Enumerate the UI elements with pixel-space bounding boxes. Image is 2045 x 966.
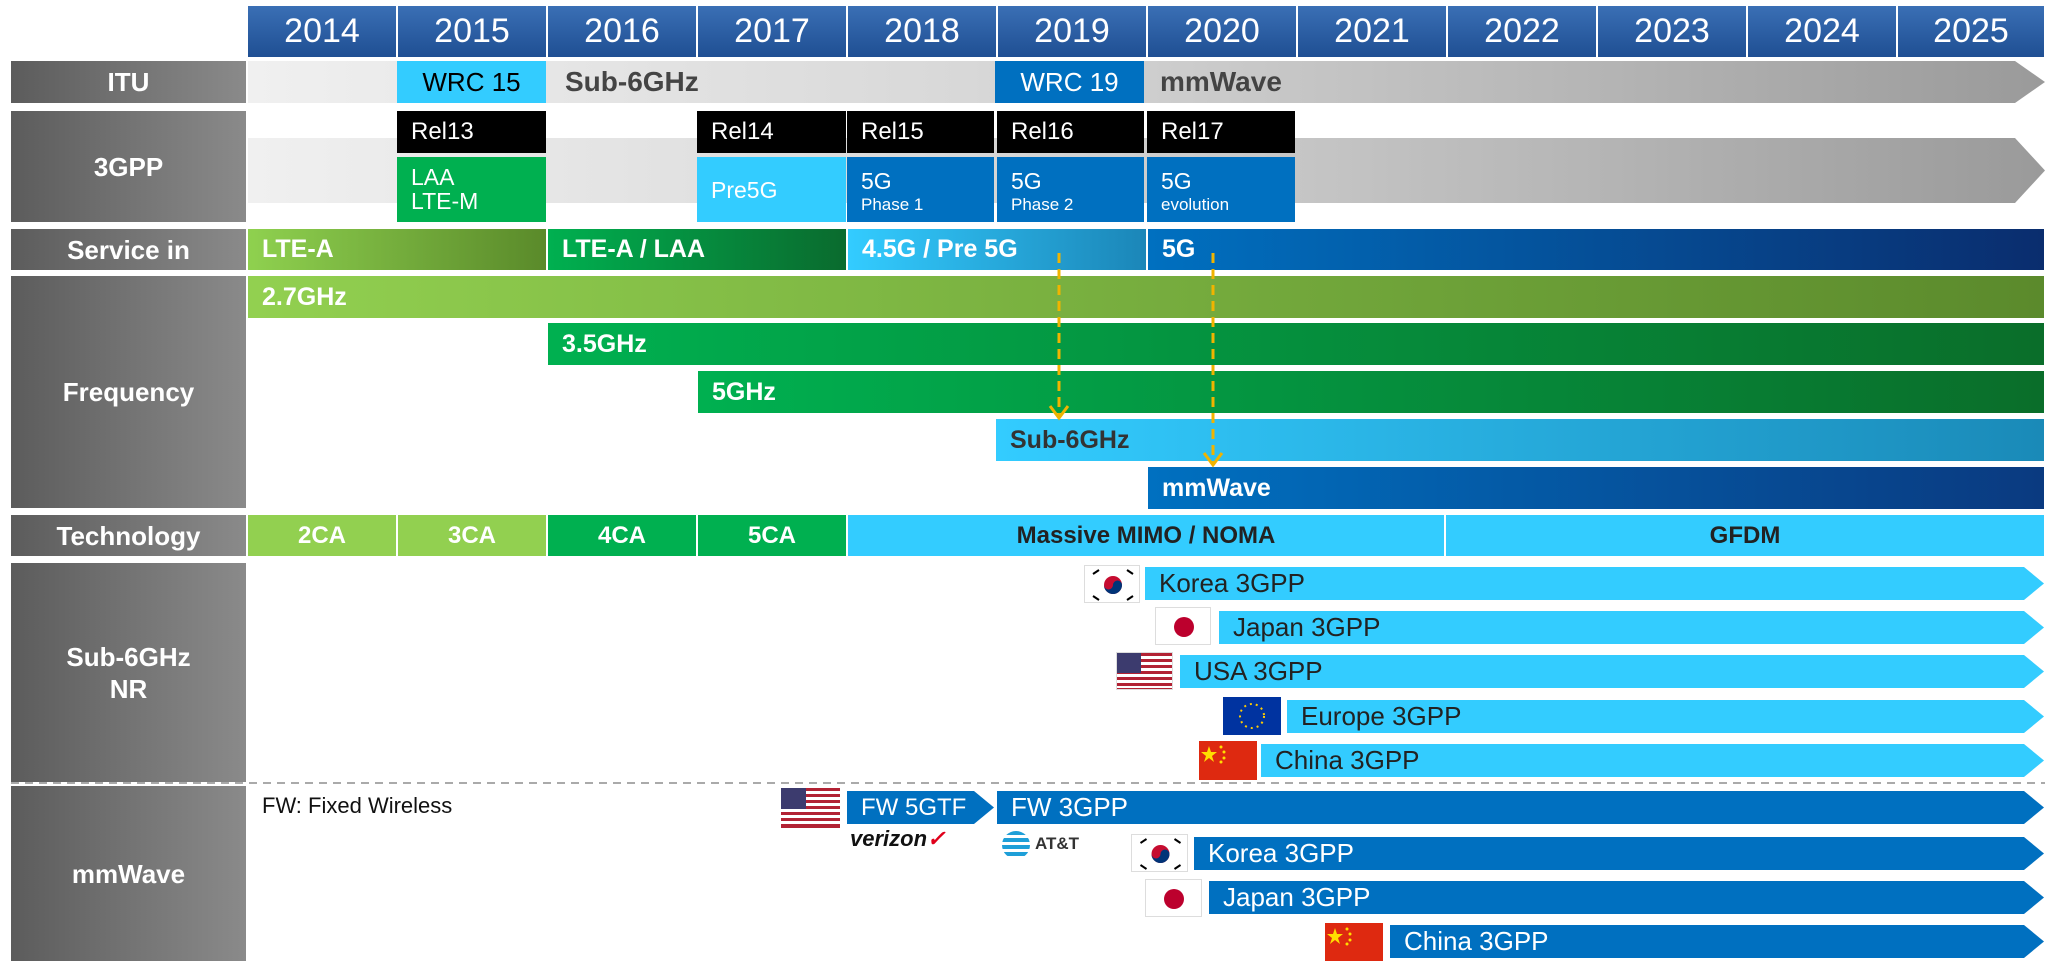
rel14-sub: Pre5G (697, 157, 846, 222)
rel13-sub-laa: LAA (411, 164, 455, 190)
rel17-sub-evolution: evolution (1161, 195, 1230, 214)
year-2022: 2022 (1448, 6, 1596, 57)
rel17-sub: 5G evolution (1147, 157, 1295, 222)
sub6-korea-3gpp: Korea 3GPP (1145, 567, 2044, 600)
tech-massive-mimo: Massive MIMO / NOMA (848, 515, 1444, 556)
japan-flag-icon (1155, 607, 1211, 645)
sub6-china-3gpp: China 3GPP (1261, 744, 2044, 777)
service-5g: 5G (1148, 229, 2044, 270)
sub6-japan-3gpp: Japan 3GPP (1219, 611, 2044, 644)
china-flag-icon (1199, 741, 1257, 780)
verizon-logo-text: verizon (850, 826, 928, 851)
row-label-technology: Technology (11, 515, 246, 556)
tech-2ca: 2CA (248, 515, 396, 556)
row-label-3gpp: 3GPP (11, 111, 246, 222)
mmwave-china-3gpp: China 3GPP (1390, 925, 2044, 958)
eu-flag-icon (1223, 697, 1281, 735)
year-2024: 2024 (1748, 6, 1896, 57)
mmwave-fw-3gpp: FW 3GPP (997, 791, 2044, 824)
korea-flag-icon-mmwave (1131, 834, 1188, 872)
rel16: Rel16 (997, 111, 1144, 153)
usa-flag-icon (1116, 652, 1173, 690)
rel13-sub-ltem: LTE-M (411, 188, 479, 214)
itu-timeline-arrow (248, 61, 2045, 103)
year-2020: 2020 (1148, 6, 1296, 57)
rel15-sub: 5G Phase 1 (847, 157, 994, 222)
freq-5ghz: 5GHz (698, 371, 2044, 413)
freq-2-7ghz: 2.7GHz (248, 276, 2044, 318)
arrowhead-sub6 (1048, 405, 1070, 421)
rel13-sub: LAA LTE-M (397, 157, 546, 222)
year-2018: 2018 (848, 6, 996, 57)
mmwave-fw-5gtf: FW 5GTF (847, 791, 994, 824)
rel14: Rel14 (697, 111, 846, 153)
itu-wrc15: WRC 15 (397, 61, 546, 103)
year-2021: 2021 (1298, 6, 1446, 57)
mmwave-korea-3gpp: Korea 3GPP (1194, 837, 2044, 870)
year-2017: 2017 (698, 6, 846, 57)
3gpp-timeline-arrow (248, 138, 2045, 203)
tech-4ca: 4CA (548, 515, 696, 556)
sub6-usa-3gpp: USA 3GPP (1180, 655, 2044, 688)
rel17: Rel17 (1147, 111, 1295, 153)
itu-sub6-label: Sub-6GHz (565, 66, 699, 97)
service-4-5g: 4.5G / Pre 5G (848, 229, 1146, 270)
itu-mmwave-label: mmWave (1160, 66, 1282, 97)
year-2019: 2019 (998, 6, 1146, 57)
att-globe-icon (1002, 831, 1030, 859)
year-2014: 2014 (248, 6, 396, 57)
china-flag-icon-mmwave (1325, 923, 1383, 961)
rel16-sub-phase: Phase 2 (1011, 195, 1074, 214)
japan-flag-icon-mmwave (1145, 879, 1202, 917)
att-logo-text: AT&T (1035, 834, 1080, 853)
freq-sub6ghz: Sub-6GHz (996, 419, 2044, 461)
rel17-sub-5g: 5G (1161, 168, 1192, 194)
row-label-service: Service in (11, 229, 246, 270)
tech-5ca: 5CA (698, 515, 846, 556)
tech-gfdm: GFDM (1446, 515, 2044, 556)
year-2015: 2015 (398, 6, 546, 57)
rel16-sub: 5G Phase 2 (997, 157, 1144, 222)
rel15-sub-phase: Phase 1 (861, 195, 924, 214)
arrowhead-mmwave (1202, 452, 1224, 468)
verizon-logo: verizon✓ (850, 826, 945, 852)
row-label-itu: ITU (11, 61, 246, 103)
year-2023: 2023 (1598, 6, 1746, 57)
fixed-wireless-note: FW: Fixed Wireless (262, 793, 453, 818)
rel16-sub-5g: 5G (1011, 168, 1042, 194)
service-lte-a-laa: LTE-A / LAA (548, 229, 846, 270)
row-label-sub6-nr: Sub-6GHz NR (11, 563, 246, 782)
itu-wrc19: WRC 19 (995, 61, 1144, 103)
year-2025: 2025 (1898, 6, 2044, 57)
verizon-check-icon: ✓ (927, 826, 946, 851)
usa-flag-icon-mmwave (781, 788, 840, 828)
freq-mmwave: mmWave (1148, 467, 2044, 509)
row-label-mmwave: mmWave (11, 786, 246, 961)
row-label-frequency: Frequency (11, 276, 246, 508)
freq-3-5ghz: 3.5GHz (548, 323, 2044, 365)
rel15: Rel15 (847, 111, 994, 153)
korea-flag-icon (1084, 565, 1140, 603)
year-2016: 2016 (548, 6, 696, 57)
rel13: Rel13 (397, 111, 546, 153)
mmwave-japan-3gpp: Japan 3GPP (1209, 881, 2044, 914)
rel15-sub-5g: 5G (861, 168, 892, 194)
service-lte-a: LTE-A (248, 229, 546, 270)
sub6-europe-3gpp: Europe 3GPP (1287, 700, 2044, 733)
tech-3ca: 3CA (398, 515, 546, 556)
